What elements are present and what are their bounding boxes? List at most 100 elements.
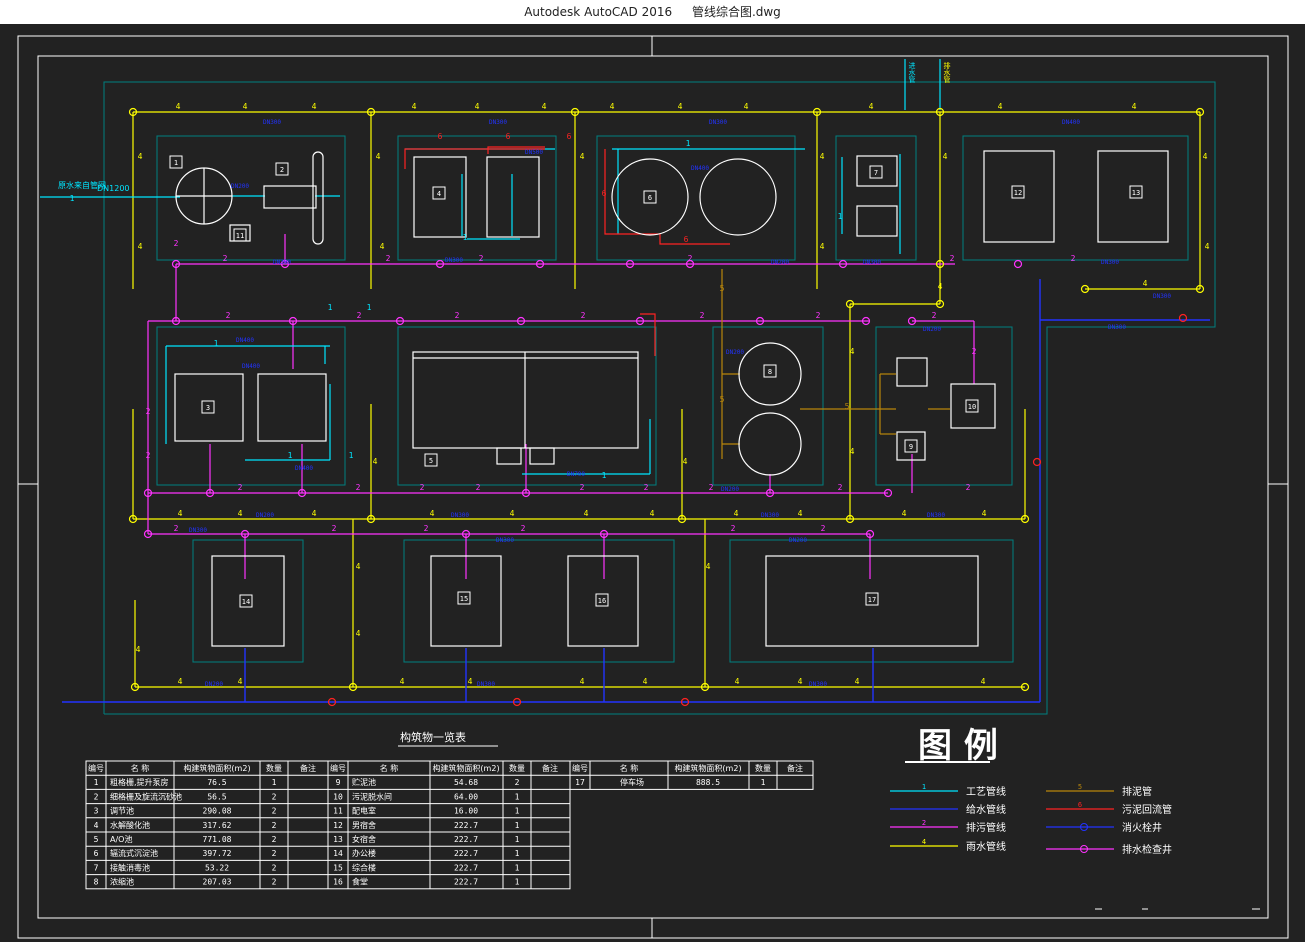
pipe-mark-water: 4 [580, 677, 585, 686]
structure-tag-8: 8 [763, 364, 777, 378]
pipe-mark-process: 1 [463, 233, 468, 242]
pipe-mark-process: 1 [349, 451, 354, 460]
incoming-label: 原水来自管网 [58, 180, 106, 190]
pipe-mark-water: 4 [312, 102, 317, 111]
table-cell-name: 办公楼 [352, 848, 376, 858]
svg-text:2: 2 [922, 819, 926, 827]
table-cell-area: 222.7 [454, 878, 478, 887]
structure-9-sludge-tank[interactable] [896, 357, 928, 387]
pipe-mark-water: 4 [243, 102, 248, 111]
structure-tag-17: 17 [865, 592, 879, 606]
rain-manhole [845, 514, 855, 524]
structure-8-thickener[interactable] [738, 342, 802, 406]
legend-label: 排水检查井 [1122, 843, 1172, 856]
structure-13-dorm[interactable] [1097, 150, 1169, 243]
dn-label: DN400 [691, 165, 709, 172]
pipe-mark-drain: 5 [720, 395, 725, 404]
dn-label: DN300 [863, 259, 881, 266]
pipe-mark-sewage: 2 [521, 524, 526, 533]
legend-title: 图 例 [918, 726, 998, 766]
rain-manhole [1195, 107, 1205, 117]
svg-text:14: 14 [242, 598, 250, 606]
dn-label: DN300 [761, 512, 779, 519]
pipe-mark-water: 4 [820, 242, 825, 251]
table-cell-name: 停车场 [620, 777, 644, 787]
table-cell-qty: 1 [515, 821, 520, 830]
structure-16-canteen[interactable] [567, 555, 639, 647]
svg-text:2: 2 [280, 166, 284, 174]
structure-3-regulating[interactable] [174, 373, 244, 442]
dn-label: DN300 [263, 119, 281, 126]
structure-17-parking[interactable] [765, 555, 979, 647]
pipe-mark-sludge: 6 [567, 132, 572, 141]
pipe-mark-sewage: 2 [816, 311, 821, 320]
rain-manhole [700, 682, 710, 692]
pipe-mark-process: 1 [70, 194, 75, 203]
structure-15-complex[interactable] [430, 555, 502, 647]
structure-4-hydrolysis[interactable] [413, 156, 467, 238]
legend-item: 消火栓井 [1046, 821, 1162, 834]
table-cell-area: 222.7 [454, 849, 478, 858]
structure-6-clarifier[interactable] [611, 158, 689, 236]
structure-12-dorm[interactable] [983, 150, 1055, 243]
structure-tag-3: 3 [201, 400, 215, 414]
sewage-manhole [297, 488, 307, 498]
table-cell-area: 222.7 [454, 821, 478, 830]
dn-label: DN300 [273, 259, 291, 266]
svg-text:13: 13 [1132, 189, 1140, 197]
sewage-manhole [535, 259, 545, 269]
table-cell-name: 浓缩池 [110, 877, 134, 887]
sewage-manhole [171, 259, 181, 269]
sewage-manhole [765, 488, 775, 498]
structure-14-office[interactable] [211, 555, 285, 647]
dn-label: DN400 [1062, 119, 1080, 126]
legend-item: 给水管线 [890, 803, 1006, 816]
structure-tag-5: 5 [424, 453, 438, 467]
structure-7-disinfection[interactable] [856, 155, 898, 187]
dn-label: DN300 [1101, 259, 1119, 266]
pipe-mark-sewage: 2 [972, 347, 977, 356]
pipe-mark-water: 4 [850, 447, 855, 456]
pipe-mark-water: 4 [734, 509, 739, 518]
fire-hydrant-well [1178, 313, 1188, 323]
sewage-manhole [280, 259, 290, 269]
dn-label: DN200 [231, 183, 249, 190]
table-cell-name: 细格栅及旋流沉砂池 [110, 791, 182, 801]
pipe-mark-water: 4 [982, 509, 987, 518]
supply-network [62, 279, 1210, 703]
svg-text:6: 6 [1078, 801, 1082, 809]
sewage-manhole [435, 259, 445, 269]
svg-text:8: 8 [768, 368, 772, 376]
table-cell-name: 污泥脱水间 [352, 791, 392, 801]
window-titlebar: Autodesk AutoCAD 2016 管线综合图.dwg [0, 0, 1305, 24]
table-cell-area: 888.5 [696, 778, 720, 787]
pipe-mark-water: 4 [356, 629, 361, 638]
dn-label: DN300 [809, 681, 827, 688]
pipe-mark-water: 4 [798, 509, 803, 518]
fire-hydrant-well [1032, 457, 1042, 467]
structure-2-grit[interactable] [263, 185, 317, 209]
pipe-mark-water: 4 [869, 102, 874, 111]
pipe-mark-sewage: 2 [479, 254, 484, 263]
pipe-mark-water: 4 [1132, 102, 1137, 111]
dn-label: DN300 [445, 257, 463, 264]
svg-text:9: 9 [909, 443, 913, 451]
table-cell-area: 76.5 [207, 778, 226, 787]
structure-tag-11: 11 [233, 228, 247, 242]
pipe-mark-water: 4 [798, 677, 803, 686]
pipe-mark-process: 1 [686, 139, 691, 148]
table-header: 数量 [266, 763, 282, 773]
structure-10-dewatering[interactable] [950, 383, 996, 429]
svg-text:10: 10 [968, 403, 976, 411]
pipe-mark-sewage: 2 [821, 524, 826, 533]
sewage-manhole [288, 316, 298, 326]
pipe-mark-sewage: 2 [581, 311, 586, 320]
table-cell-area: 290.08 [203, 807, 232, 816]
pipe-mark-water: 4 [178, 677, 183, 686]
pipe-mark-sewage: 2 [226, 311, 231, 320]
pipe-mark-water: 4 [136, 645, 141, 654]
